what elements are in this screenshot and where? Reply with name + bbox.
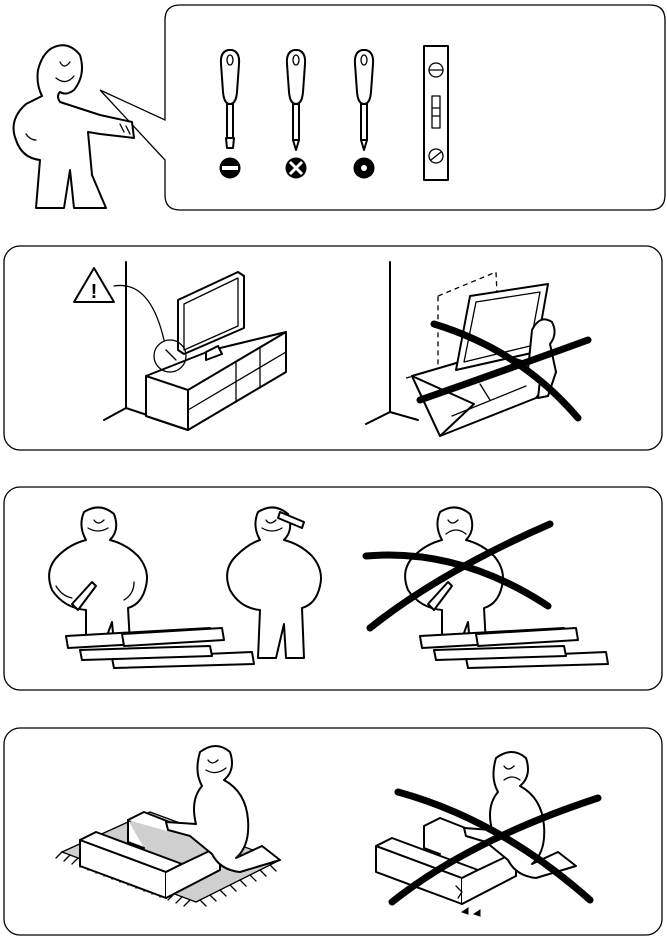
person-with-screwdriver-figure bbox=[48, 506, 148, 645]
person-kneeling-figure bbox=[165, 745, 281, 873]
protect-floor-panel bbox=[3, 727, 663, 936]
tools-panel bbox=[12, 4, 666, 211]
prohibited-cross bbox=[430, 320, 582, 422]
person-kneeling-figure-right bbox=[463, 751, 577, 879]
warning-symbol: ! bbox=[91, 281, 98, 303]
flatpack-boards-single bbox=[419, 627, 609, 669]
flatpack-boards bbox=[65, 627, 255, 669]
spirit-level-icon bbox=[423, 45, 449, 181]
two-people-panel bbox=[3, 486, 663, 691]
phillips-screwdriver-icon bbox=[285, 49, 307, 179]
pozidriv-screwdriver-icon bbox=[353, 49, 375, 179]
person-pointing-figure bbox=[12, 44, 135, 209]
tv-anchored bbox=[177, 271, 245, 361]
single-person-figure bbox=[404, 506, 504, 645]
wall-anchor-panel: ! bbox=[3, 245, 663, 451]
person-with-pencil-figure bbox=[226, 506, 322, 659]
flathead-screwdriver-icon bbox=[219, 49, 241, 179]
warning-icon: ! bbox=[73, 267, 165, 341]
